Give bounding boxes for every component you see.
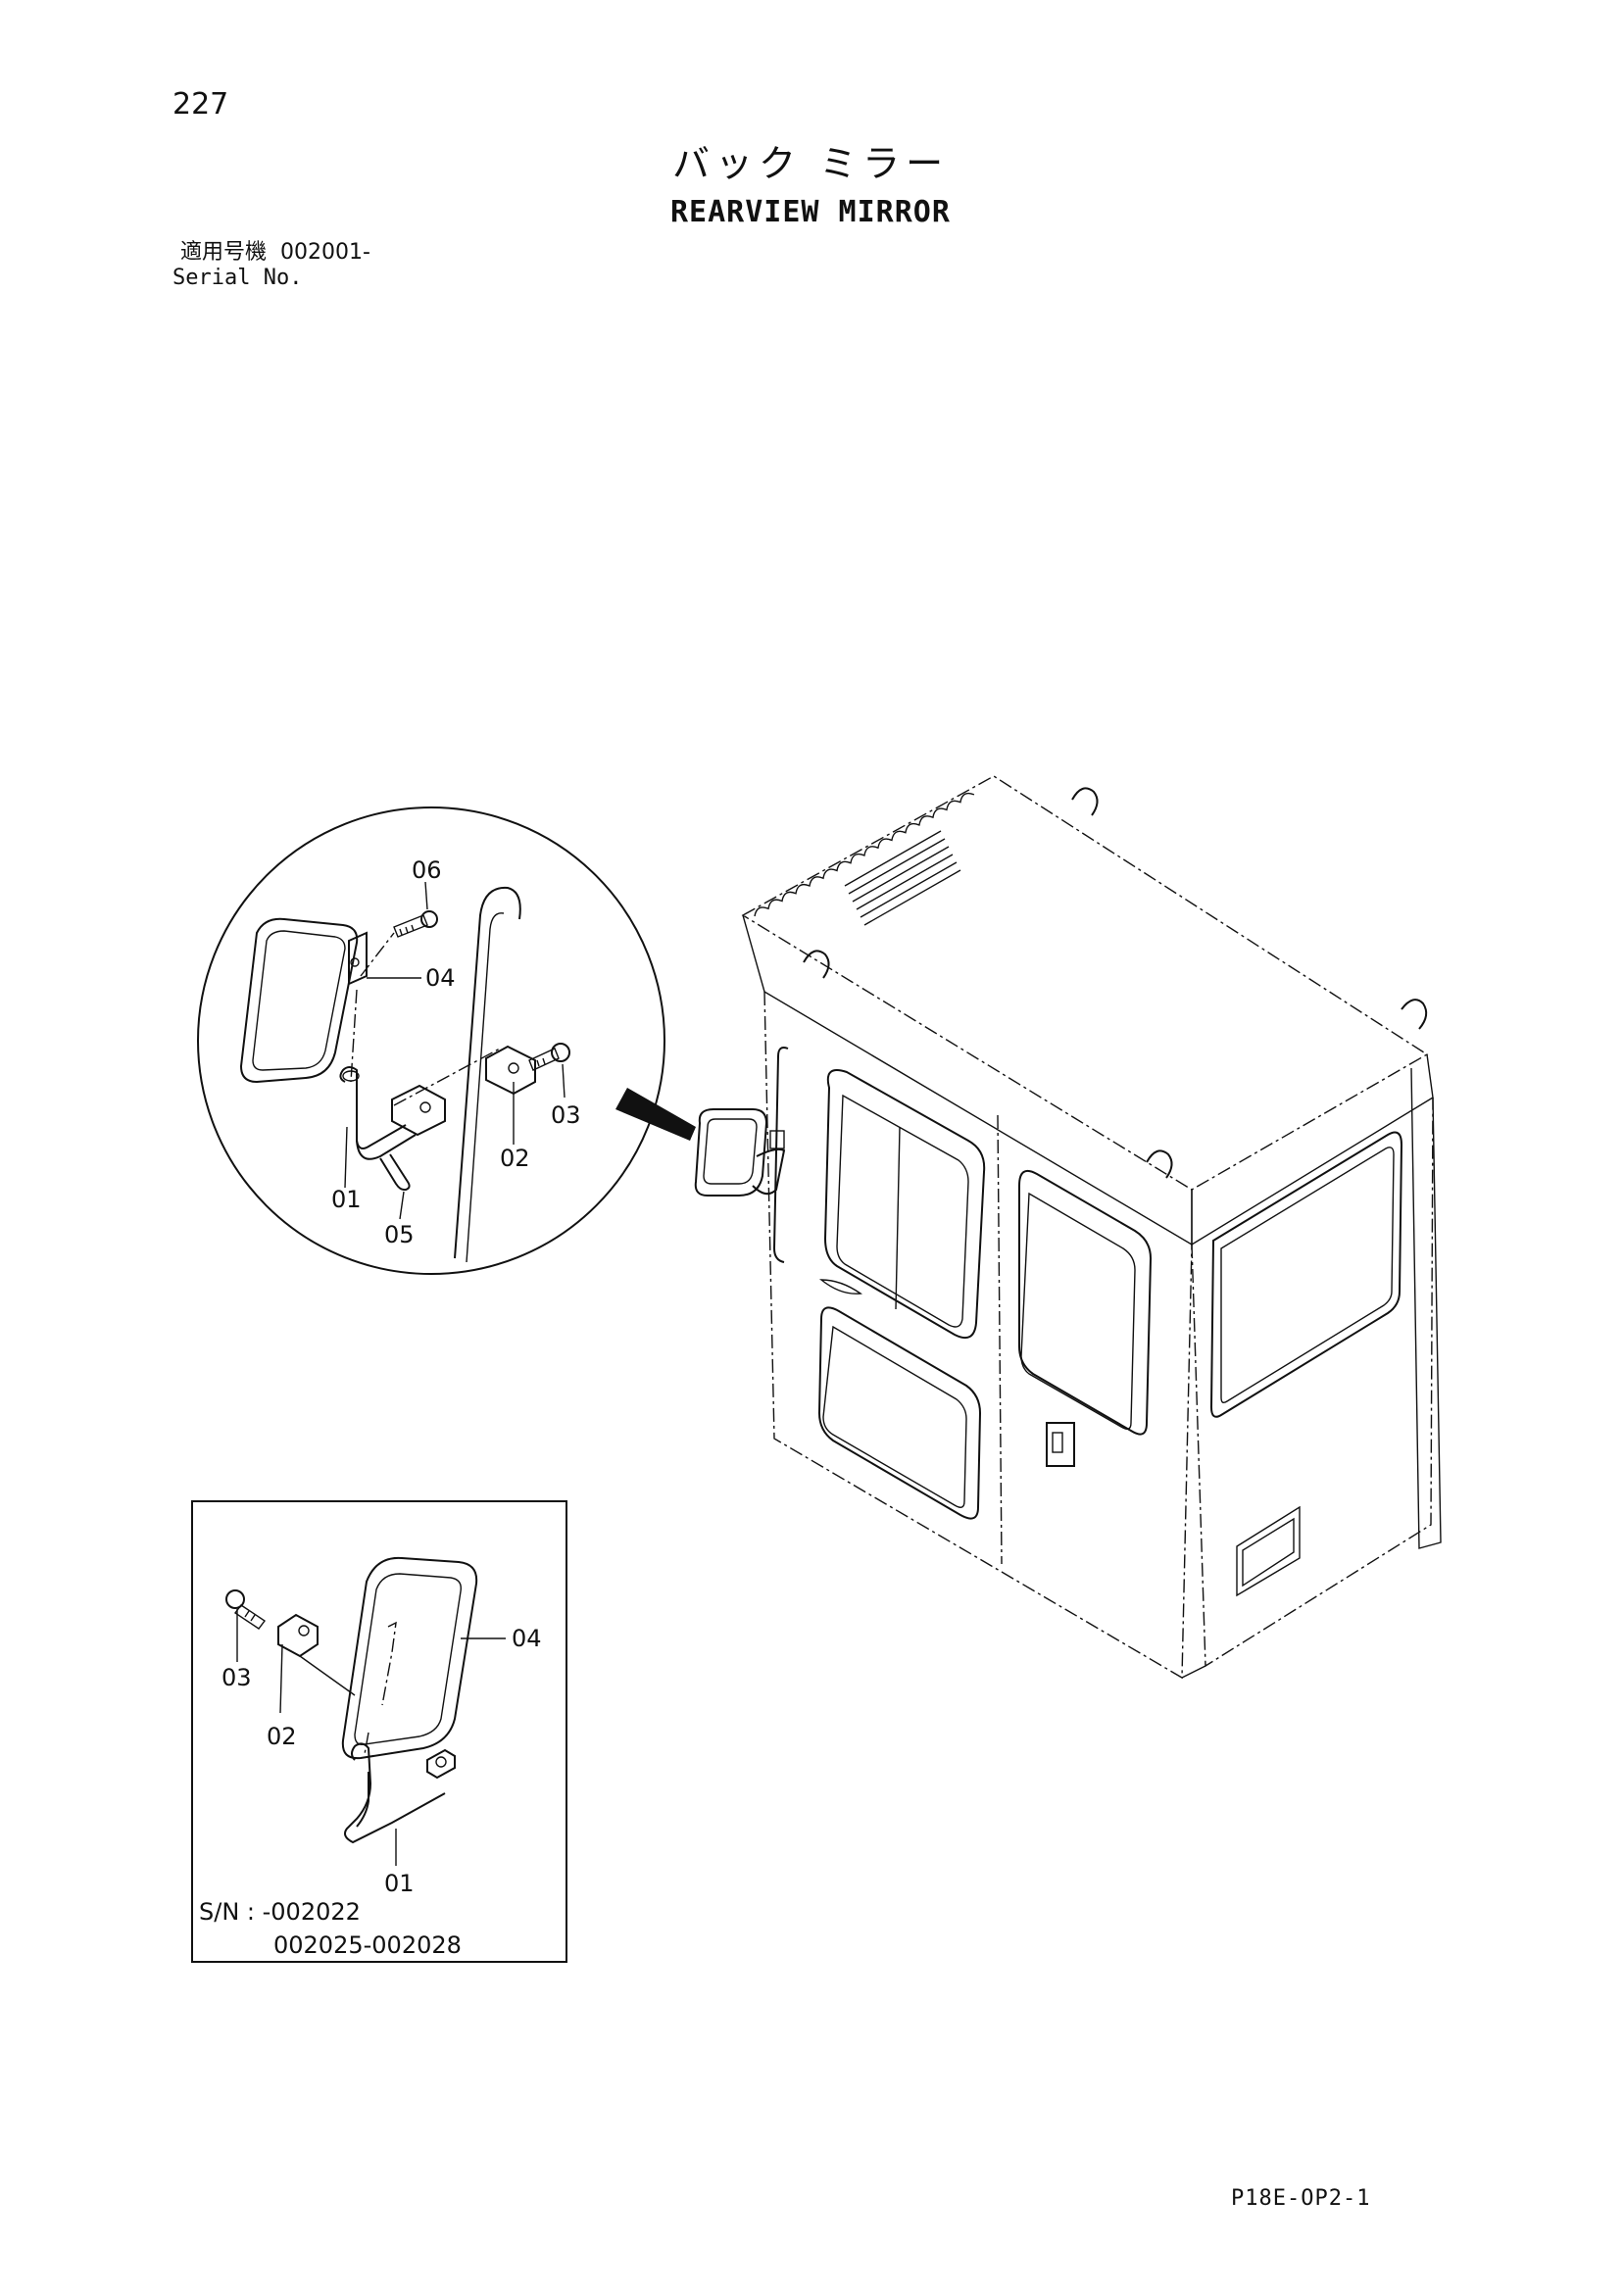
detail-mirror-glass xyxy=(239,917,359,1084)
applicable-serial: 適用号機 002001- xyxy=(180,240,370,265)
cab-side-face xyxy=(1191,1097,1434,1668)
inset-callout-01: 01 xyxy=(384,1870,415,1897)
callout-03: 03 xyxy=(551,1101,581,1129)
inset-mirror-glass xyxy=(341,1556,478,1760)
inset-callout-04: 04 xyxy=(512,1625,542,1652)
operator-cab xyxy=(694,775,1442,1680)
roof-vents xyxy=(754,792,975,917)
lifting-hook xyxy=(803,950,830,979)
inset-stay-pipe xyxy=(344,1742,446,1844)
roof-grille xyxy=(844,830,961,926)
title-japanese: バック ミラー xyxy=(672,142,950,185)
detail-bolt-03 xyxy=(528,1043,570,1071)
inset-serial-range-2: 002025-002028 xyxy=(273,1931,462,1959)
lifting-hook xyxy=(1071,787,1099,816)
detail-stay-pipe xyxy=(339,1066,417,1160)
serial-label: Serial No. xyxy=(172,266,303,290)
mounted-mirror xyxy=(694,1108,768,1197)
door-lower-window xyxy=(817,1306,982,1520)
callout-01: 01 xyxy=(331,1186,362,1213)
inset-clamp-02 xyxy=(277,1613,319,1658)
side-panel xyxy=(1236,1505,1301,1597)
cab-roof xyxy=(741,775,1429,1191)
callout-04: 04 xyxy=(425,964,456,992)
front-right-window xyxy=(1018,1170,1153,1436)
detail-bracket xyxy=(348,931,368,986)
side-window xyxy=(1209,1131,1403,1418)
inset-callout-02: 02 xyxy=(267,1723,297,1750)
lifting-hook xyxy=(1401,999,1428,1030)
door-handle xyxy=(819,1279,862,1295)
footer-code: P18E-OP2-1 xyxy=(1231,2186,1371,2211)
detail-clamp-02 xyxy=(485,1045,536,1096)
handrail xyxy=(772,1047,789,1263)
callout-06: 06 xyxy=(412,856,442,884)
cab-front-face xyxy=(763,991,1193,1680)
cab-roof-side xyxy=(1191,1053,1434,1246)
lifting-hook xyxy=(1146,1149,1173,1179)
page-number: 227 xyxy=(172,87,229,122)
inset-box xyxy=(191,1500,567,1963)
callout-05: 05 xyxy=(384,1221,415,1248)
inset-callout-03: 03 xyxy=(221,1664,252,1691)
detail-bolt-06 xyxy=(393,910,438,938)
door-upper-window xyxy=(823,1069,986,1339)
detail-circle xyxy=(197,806,696,1275)
inset-serial-range-1: S/N : -002022 xyxy=(199,1898,361,1926)
door-latch xyxy=(1046,1422,1075,1467)
detail-pointer xyxy=(615,1088,696,1141)
detail-clamp xyxy=(391,1084,446,1137)
inset-bolt-03 xyxy=(225,1589,267,1630)
detail-pin xyxy=(379,1153,411,1191)
callout-02: 02 xyxy=(500,1145,530,1172)
title-english: REARVIEW MIRROR xyxy=(670,195,951,229)
